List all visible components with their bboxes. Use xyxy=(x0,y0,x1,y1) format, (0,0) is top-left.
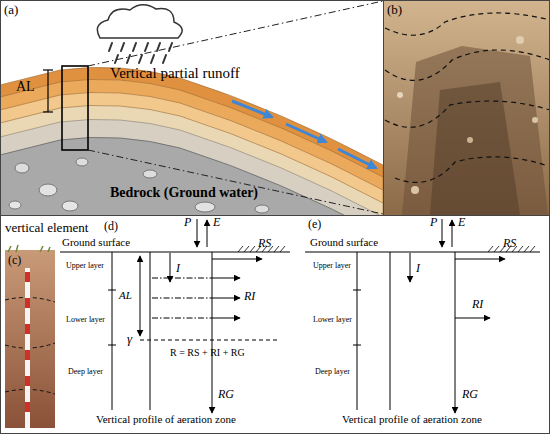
profile-wall xyxy=(212,252,213,413)
layer-label: Upper layer xyxy=(66,262,104,270)
pebble xyxy=(76,158,88,166)
profile-wall xyxy=(455,252,456,413)
panel-letter: (a) xyxy=(4,3,18,16)
flux-label: I xyxy=(176,262,180,274)
flux-arrow xyxy=(212,278,240,279)
surface-label: Ground surface xyxy=(62,237,130,248)
zoom-line xyxy=(88,1,383,66)
ground-line xyxy=(305,251,540,252)
zoom-line xyxy=(88,150,383,214)
flux-arrow xyxy=(442,219,443,247)
thickness-bracket xyxy=(43,111,53,112)
element-label: vertical element xyxy=(5,221,88,234)
profile-caption: Vertical profile of aeration zone xyxy=(342,414,482,425)
rain-cloud xyxy=(97,5,182,38)
profile-caption: Vertical profile of aeration zone xyxy=(96,414,236,425)
stone xyxy=(411,186,419,194)
stone xyxy=(467,137,473,143)
layer-label: Deep layer xyxy=(315,368,350,376)
flux-arrow xyxy=(455,259,505,260)
pebble xyxy=(9,201,21,209)
flux-label: RG xyxy=(218,388,234,400)
surface-label: Ground surface xyxy=(310,237,378,248)
flux-arrow xyxy=(212,259,262,260)
thickness-bracket xyxy=(43,69,53,70)
pebble xyxy=(143,170,157,178)
runoff-label: Vertical partial runoff xyxy=(110,66,240,81)
flux-label: RS xyxy=(258,237,271,249)
panel-b: (b) xyxy=(383,0,550,216)
axis-tick xyxy=(108,290,116,345)
pebble xyxy=(255,205,269,213)
flux-arrow xyxy=(410,253,411,282)
axis-tick xyxy=(353,290,361,345)
panel-letter: (d) xyxy=(104,220,118,232)
depth-axis xyxy=(112,252,113,410)
flux-label: E xyxy=(213,216,220,228)
depth-axis xyxy=(357,252,358,410)
pebble xyxy=(62,201,78,211)
ruler-marks xyxy=(25,272,30,412)
runoff-arrow xyxy=(338,149,376,168)
panel-letter: (b) xyxy=(387,3,402,16)
rain-drops xyxy=(109,43,172,63)
soil-column-photo xyxy=(5,250,55,428)
panel-a: (a) AL Vertical partial runoffBedrock (Gro… xyxy=(0,0,384,216)
layer-label: Lower layer xyxy=(313,316,352,324)
bedrock-label: Bedrock (Ground water) xyxy=(110,186,258,200)
layer-label: Upper layer xyxy=(313,262,351,270)
thickness-bracket xyxy=(47,70,48,112)
flow-line xyxy=(152,278,212,318)
soil-pit-photo xyxy=(383,0,550,215)
flux-label: RI xyxy=(244,290,255,302)
stone xyxy=(532,117,538,123)
thickness-label: AL xyxy=(119,290,132,301)
depth-label: γ xyxy=(127,332,132,345)
flux-arrow xyxy=(170,253,171,282)
depth-line xyxy=(140,340,280,341)
runoff-arrow xyxy=(286,124,326,142)
stone xyxy=(397,92,403,98)
equation-label: R = RS + RI + RG xyxy=(170,348,245,358)
flux-label: RI xyxy=(472,298,483,310)
layer-label: Deep layer xyxy=(68,368,103,376)
layer-label: Lower layer xyxy=(66,316,105,324)
stone xyxy=(516,36,524,44)
thickness-arrow xyxy=(140,256,141,336)
flux-label: RG xyxy=(462,388,478,400)
flux-label: E xyxy=(458,216,465,228)
thickness-label: AL xyxy=(16,80,35,94)
panel-letter: (c) xyxy=(8,254,21,266)
flux-label: P xyxy=(430,216,437,228)
profile-wall xyxy=(150,252,151,410)
ground-line xyxy=(60,251,290,252)
panel-bottom: vertical element (c) (d) P E Ground surface RS… xyxy=(0,215,550,434)
pebble xyxy=(195,202,215,212)
runoff-arrow xyxy=(232,101,272,117)
flux-arrow xyxy=(197,219,198,247)
horizon-line xyxy=(385,50,550,80)
pit-shadow xyxy=(402,46,548,215)
flux-arrow xyxy=(207,220,208,247)
ruler xyxy=(25,268,30,428)
pebble xyxy=(15,163,29,173)
profile-wall xyxy=(390,252,391,410)
panel-letter: (e) xyxy=(308,218,321,230)
pebble xyxy=(39,184,57,196)
horizon-line xyxy=(385,101,550,127)
horizon-line xyxy=(385,13,550,35)
bedrock-layer xyxy=(0,137,383,215)
vertical-element-box xyxy=(62,66,88,150)
flux-arrow xyxy=(455,318,490,319)
flux-arrow xyxy=(212,318,240,319)
flux-arrow xyxy=(212,298,240,299)
flux-label: P xyxy=(184,216,191,228)
horizon-line xyxy=(395,157,548,183)
grass xyxy=(8,245,50,252)
flux-label: I xyxy=(416,262,420,274)
flux-arrow xyxy=(452,220,453,247)
flux-label: RS xyxy=(503,237,516,249)
